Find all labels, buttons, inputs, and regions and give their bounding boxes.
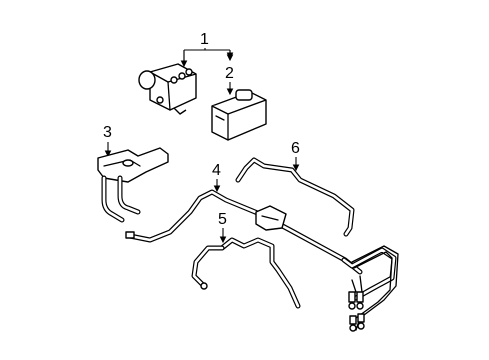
mounting-bracket <box>97 147 169 223</box>
callout-2: 2 <box>225 65 234 82</box>
callout-3: 3 <box>103 124 112 141</box>
brake-line-front <box>191 237 301 309</box>
abs-control-module <box>211 89 267 141</box>
brake-line-assembly <box>125 189 399 332</box>
leader-1 <box>180 48 230 68</box>
callout-4: 4 <box>212 162 221 179</box>
brake-line-upper <box>235 157 355 237</box>
callout-1: 1 <box>200 31 209 48</box>
callout-5: 5 <box>218 211 227 228</box>
abs-hydraulic-unit <box>138 63 197 115</box>
callout-6: 6 <box>291 140 300 157</box>
